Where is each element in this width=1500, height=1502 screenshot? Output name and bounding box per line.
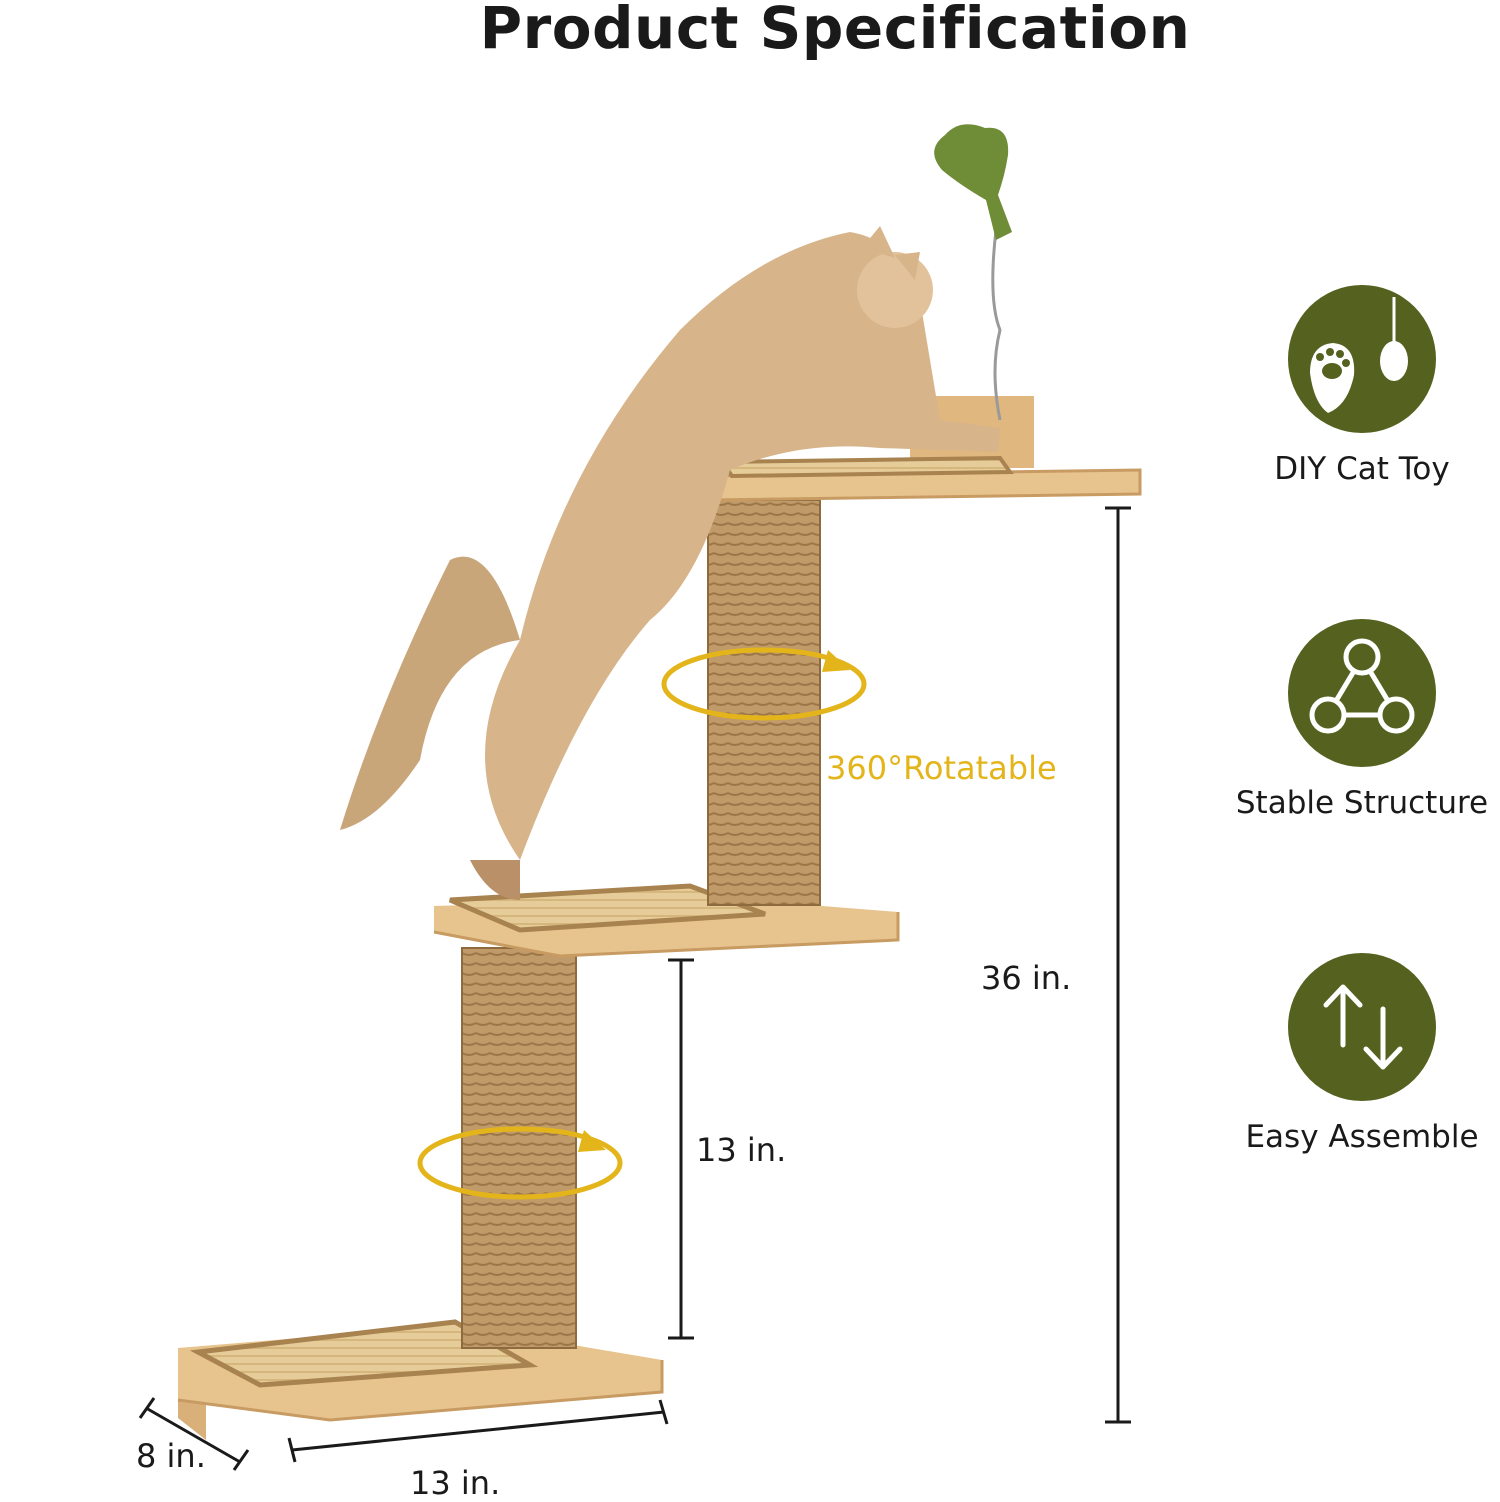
rotation-ring-top	[661, 647, 867, 721]
top-post	[707, 499, 821, 906]
triangle-structure-icon	[1288, 619, 1436, 767]
page-title: Product Specification	[479, 0, 1191, 62]
dimension-line-total-height	[1105, 506, 1131, 1424]
feature-label: Stable Structure	[1235, 785, 1489, 821]
dimension-line-platform-depth	[138, 1397, 250, 1471]
total-height-label: 36 in.	[981, 959, 1072, 997]
rotation-ring-bottom	[417, 1126, 623, 1200]
bottom-platform	[177, 1319, 664, 1440]
cat	[340, 226, 1000, 900]
platform-width-label: 13 in.	[410, 1464, 501, 1502]
feature-label: Easy Assemble	[1245, 1119, 1479, 1155]
paw-toy-icon	[1288, 285, 1436, 433]
spring-toy	[934, 124, 1012, 421]
feature-diy-cat-toy: DIY Cat Toy	[1212, 285, 1500, 487]
rotation-label: 360°Rotatable	[826, 749, 1057, 787]
feature-easy-assemble: Easy Assemble	[1212, 953, 1500, 1155]
dimension-line-post-height	[668, 958, 694, 1340]
feature-stable-structure: Stable Structure	[1212, 619, 1500, 821]
platform-depth-label: 8 in.	[136, 1437, 206, 1475]
up-down-arrows-icon	[1288, 953, 1436, 1101]
dimension-line-platform-width	[287, 1399, 669, 1463]
post-height-label: 13 in.	[696, 1131, 787, 1169]
middle-platform	[433, 883, 900, 958]
feature-label: DIY Cat Toy	[1274, 451, 1450, 487]
bottom-post	[461, 947, 577, 1349]
